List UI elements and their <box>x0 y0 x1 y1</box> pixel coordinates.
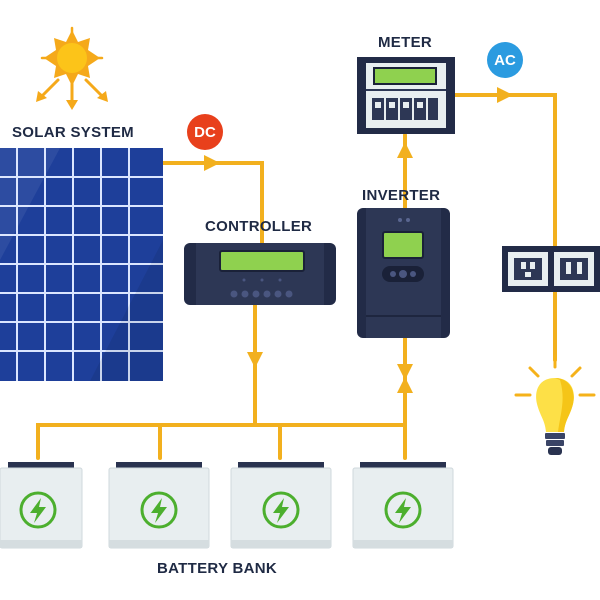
wire-battery-bus <box>36 423 407 460</box>
battery-4 <box>352 462 454 549</box>
battery-bank-label: BATTERY BANK <box>157 560 277 577</box>
inverter <box>357 208 450 338</box>
battery-2 <box>108 462 210 549</box>
charge-controller <box>184 243 336 305</box>
battery-bank <box>0 462 454 549</box>
electric-meter <box>357 57 455 134</box>
controller-label: CONTROLLER <box>205 218 313 235</box>
sun-icon <box>36 26 108 110</box>
inverter-label: INVERTER <box>362 187 441 204</box>
power-outlet-icon <box>502 246 600 292</box>
solar-system-label: SOLAR SYSTEM <box>12 124 134 141</box>
wire-meter-to-outlet <box>453 93 557 250</box>
light-bulb-icon <box>514 354 596 455</box>
dc-badge: DC <box>187 114 223 150</box>
meter-label: METER <box>378 34 432 51</box>
battery-3 <box>230 462 332 549</box>
wires <box>36 87 557 460</box>
ac-badge: AC <box>487 42 523 78</box>
battery-1 <box>0 462 83 549</box>
solar-panel <box>0 148 163 381</box>
